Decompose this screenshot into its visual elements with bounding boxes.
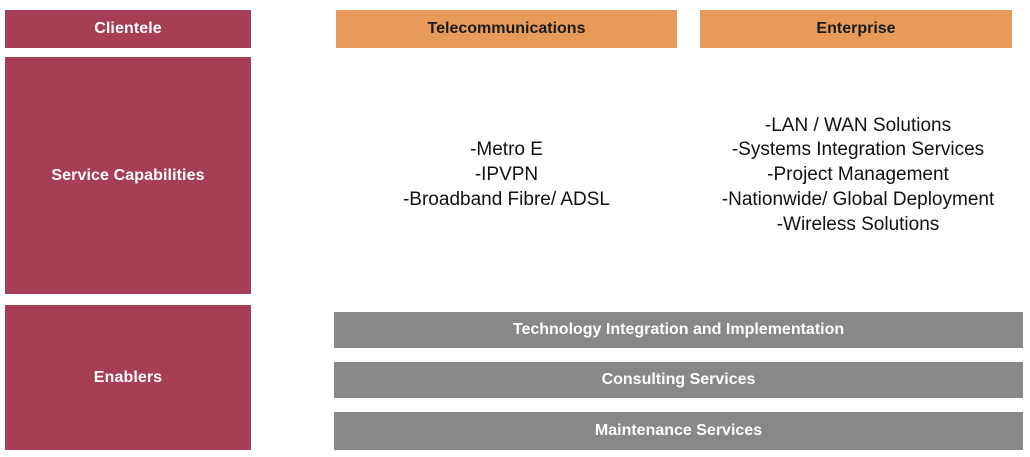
capability-item: -IPVPN bbox=[474, 164, 539, 186]
capability-item: -Nationwide/ Global Deployment bbox=[721, 188, 995, 210]
capability-item: -Systems Integration Services bbox=[731, 139, 985, 161]
column-header-enterprise: Enterprise bbox=[700, 10, 1012, 48]
capability-item: -LAN / WAN Solutions bbox=[764, 114, 952, 136]
capability-list-telecommunications: -Metro E -IPVPN -Broadband Fibre/ ADSL bbox=[336, 57, 677, 294]
enabler-bar-label: Technology Integration and Implementatio… bbox=[512, 321, 845, 338]
enabler-bar-label: Maintenance Services bbox=[594, 422, 763, 439]
enabler-bar: Maintenance Services bbox=[334, 412, 1023, 450]
enabler-bar: Technology Integration and Implementatio… bbox=[334, 312, 1023, 348]
row-label-enablers-text: Enablers bbox=[93, 368, 163, 386]
row-label-clientele: Clientele bbox=[5, 10, 251, 48]
row-label-service-capabilities: Service Capabilities bbox=[5, 57, 251, 294]
column-header-telecommunications-text: Telecommunications bbox=[427, 20, 586, 37]
enabler-bar-label: Consulting Services bbox=[601, 371, 756, 388]
enabler-bar: Consulting Services bbox=[334, 362, 1023, 398]
row-label-clientele-text: Clientele bbox=[94, 20, 162, 37]
column-header-enterprise-text: Enterprise bbox=[816, 20, 896, 37]
capability-item: -Metro E bbox=[470, 139, 543, 161]
row-label-enablers: Enablers bbox=[5, 305, 251, 450]
column-header-telecommunications: Telecommunications bbox=[336, 10, 677, 48]
capability-item: -Wireless Solutions bbox=[776, 213, 940, 235]
capability-list-enterprise: -LAN / WAN Solutions -Systems Integratio… bbox=[696, 57, 1020, 294]
capability-item: -Broadband Fibre/ ADSL bbox=[402, 188, 610, 210]
capability-item: -Project Management bbox=[767, 164, 949, 186]
row-label-service-capabilities-text: Service Capabilities bbox=[51, 166, 205, 184]
